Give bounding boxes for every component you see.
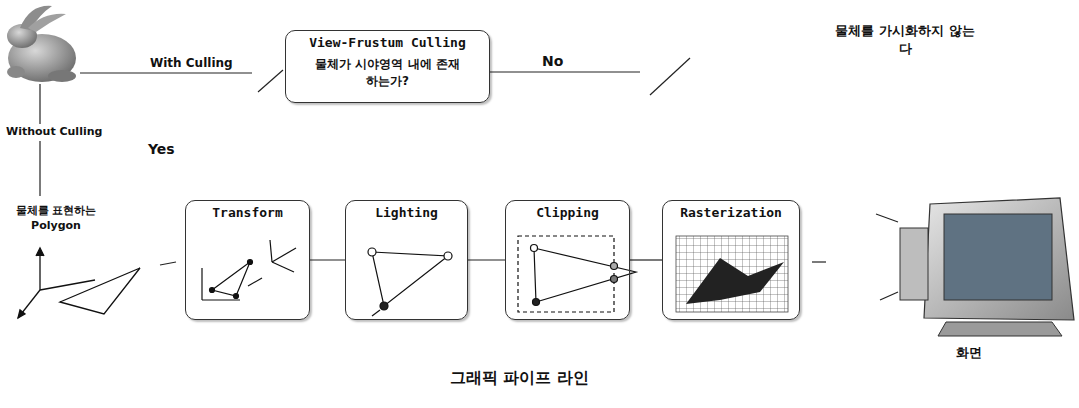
decision-box: View-Frustum Culling 물체가 시야영역 내에 존재하는가?	[285, 30, 490, 103]
monitor-icon	[900, 198, 1074, 336]
process-box: Rasterization	[662, 200, 800, 320]
box-heading: Lighting	[346, 201, 467, 220]
connector	[310, 259, 345, 260]
connector	[468, 259, 505, 260]
box-body: 물체가 시야영역 내에 존재하는가?	[313, 56, 463, 91]
caption: 그래픽 파이프 라인	[0, 368, 1059, 389]
text-label: Without Culling	[4, 124, 104, 141]
raster-figure	[676, 236, 788, 312]
box-heading: Transform	[186, 201, 309, 220]
text-label: 물체를 표현하는 Polygon	[6, 204, 106, 234]
process-box: Transform	[185, 200, 310, 320]
process-box: Lighting	[345, 200, 468, 320]
text-label: 물체를 가시화하지 않는다	[830, 22, 980, 57]
process-box: Clipping	[505, 200, 630, 320]
transform-figure	[202, 240, 296, 300]
lighting-figure	[368, 248, 452, 316]
clipping-figure	[518, 236, 636, 312]
box-heading: View-Frustum Culling	[286, 31, 489, 50]
connector	[630, 259, 662, 260]
box-heading: Rasterization	[663, 201, 799, 220]
text-label: Yes	[148, 140, 175, 159]
text-label: 화면	[956, 344, 982, 362]
text-label: With Culling	[150, 55, 233, 71]
bunny-figure	[7, 6, 76, 82]
text-label: No	[542, 52, 563, 71]
box-heading: Clipping	[506, 201, 629, 220]
polygon-figure	[18, 248, 140, 318]
